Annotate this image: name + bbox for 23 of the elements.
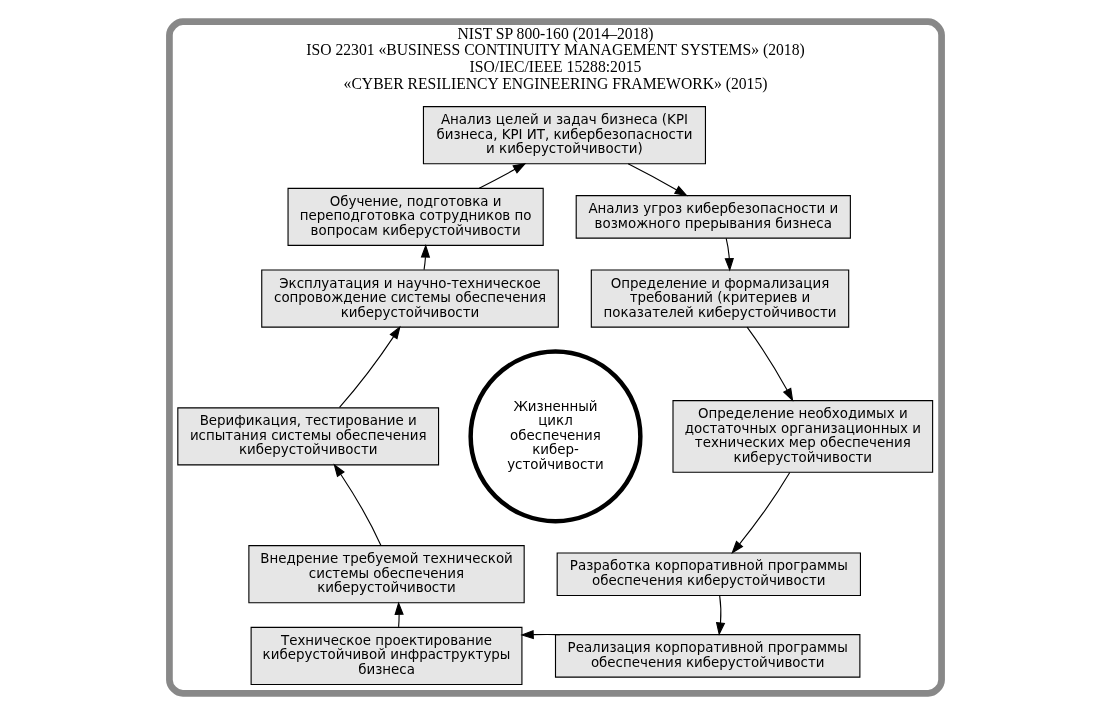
node-box: Обучение, подготовка и переподготовка сотрудников по вопросам киберустойчивости (287, 187, 544, 246)
arrow (724, 237, 734, 272)
node-box: Техническое проектирование киберустойчивой инфраструктуры бизнеса (250, 626, 522, 685)
node-box: Анализ угроз кибербезопасности и возможного прерывания бизнеса (575, 195, 851, 239)
node-box: Внедрение требуемой технической системы обеспечения киберустойчивости (247, 545, 525, 604)
arrow (519, 629, 560, 640)
node-box: Определение необходимых и достаточных организационных и технических мер обеспечения киберустойчивости (671, 400, 933, 473)
arrow (420, 244, 430, 271)
arrow (338, 325, 401, 408)
arrow (478, 163, 526, 189)
arrow (730, 471, 790, 554)
arrow (746, 326, 793, 402)
arrow (332, 463, 381, 546)
node-box: Эксплуатация и научно-техническое сопровождение системы обеспечения киберустойчивости (260, 269, 559, 328)
node-box: Реализация корпоративной программы обеспечения киберустойчивости (554, 634, 860, 678)
arrow (715, 595, 725, 636)
arrow (627, 163, 688, 197)
node-box: Верификация, тестирование и испытания системы обеспечения киберустойчивости (176, 407, 439, 466)
node-box: Анализ целей и задач бизнеса (KPI бизнеса, KPI ИТ, кибербезопасности и киберустойчивости) (422, 106, 706, 165)
node-circle: Жизненный цикл обеспечения кибер-устойчивости (467, 349, 643, 524)
arrow (393, 601, 404, 628)
node-box: Разработка корпоративной программы обеспечения киберустойчивости (556, 552, 861, 597)
node-box: Определение и формализация требований (критериев и показателей киберустойчивости (590, 269, 849, 328)
